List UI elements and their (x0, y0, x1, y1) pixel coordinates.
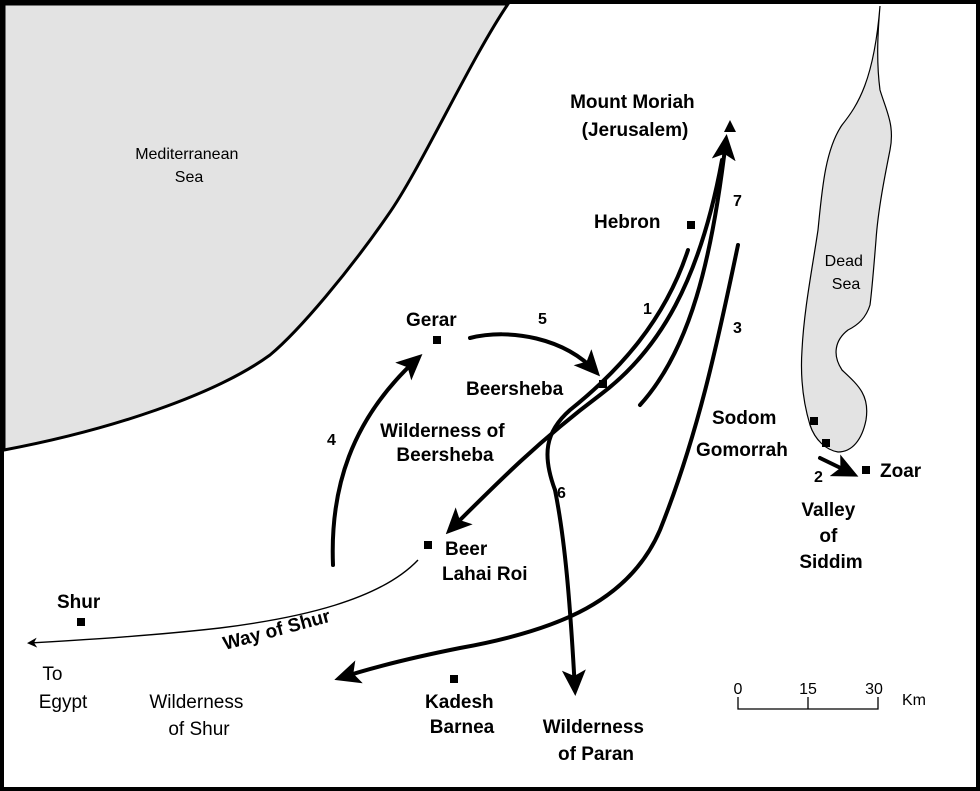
dead-sea-label: Dead Sea (825, 253, 868, 293)
route-number-7: 7 (733, 193, 742, 210)
gerar-marker (433, 336, 441, 344)
beersheba-marker (599, 380, 607, 388)
route-6 (553, 488, 586, 696)
route-number-3: 3 (733, 320, 742, 337)
mediterranean-sea (2, 2, 511, 452)
route-3 (334, 243, 740, 684)
kadesh-barnea-label: Kadesh Barnea (425, 692, 499, 738)
shur-label: Shur (57, 592, 101, 613)
scale-tick-0: 0 (734, 681, 743, 698)
scale-tick-30: 30 (865, 681, 883, 698)
route-7-up (638, 134, 736, 407)
route-2 (818, 454, 859, 477)
route-1 (545, 248, 690, 492)
zoar-label: Zoar (880, 461, 922, 482)
gomorrah-label: Gomorrah (696, 440, 788, 461)
wilderness-beersheba-label: Wilderness of Beersheba (380, 421, 510, 466)
kadesh-barnea-marker (450, 675, 458, 683)
route-number-6: 6 (557, 485, 566, 502)
mount-moriah-marker (724, 120, 736, 132)
gomorrah-marker (822, 439, 830, 447)
way-of-shur-label: Way of Shur (221, 606, 333, 655)
wilderness-paran-label: Wilderness of Paran (543, 717, 649, 765)
way-of-shur-route (27, 559, 419, 648)
valley-siddim-label: Valley of Siddim (799, 500, 862, 573)
scale-tick-15: 15 (799, 681, 817, 698)
scale-bar: 0 15 30 Km (734, 681, 926, 710)
route-number-2: 2 (814, 469, 823, 486)
beer-lahai-roi-marker (424, 541, 432, 549)
route-7 (445, 158, 724, 535)
shur-marker (77, 618, 85, 626)
hebron-label: Hebron (594, 212, 661, 233)
route-number-5: 5 (538, 311, 547, 328)
beer-lahai-roi-label: Beer Lahai Roi (442, 539, 528, 585)
route-number-1: 1 (643, 301, 652, 318)
gerar-label: Gerar (406, 310, 457, 331)
scale-unit: Km (902, 692, 926, 709)
sodom-marker (810, 417, 818, 425)
dead-sea (800, 5, 892, 453)
to-egypt-label: To Egypt (39, 664, 88, 713)
route-5 (468, 332, 601, 377)
mount-moriah-label: Mount Moriah (Jerusalem) (570, 92, 700, 141)
route-4 (330, 353, 423, 567)
beersheba-label: Beersheba (466, 379, 564, 400)
wilderness-shur-label: Wilderness of Shur (149, 692, 248, 740)
mediterranean-sea-label: Mediterranean Sea (135, 146, 243, 186)
hebron-marker (687, 221, 695, 229)
zoar-marker (862, 466, 870, 474)
route-number-4: 4 (327, 432, 336, 449)
sodom-label: Sodom (712, 408, 776, 429)
